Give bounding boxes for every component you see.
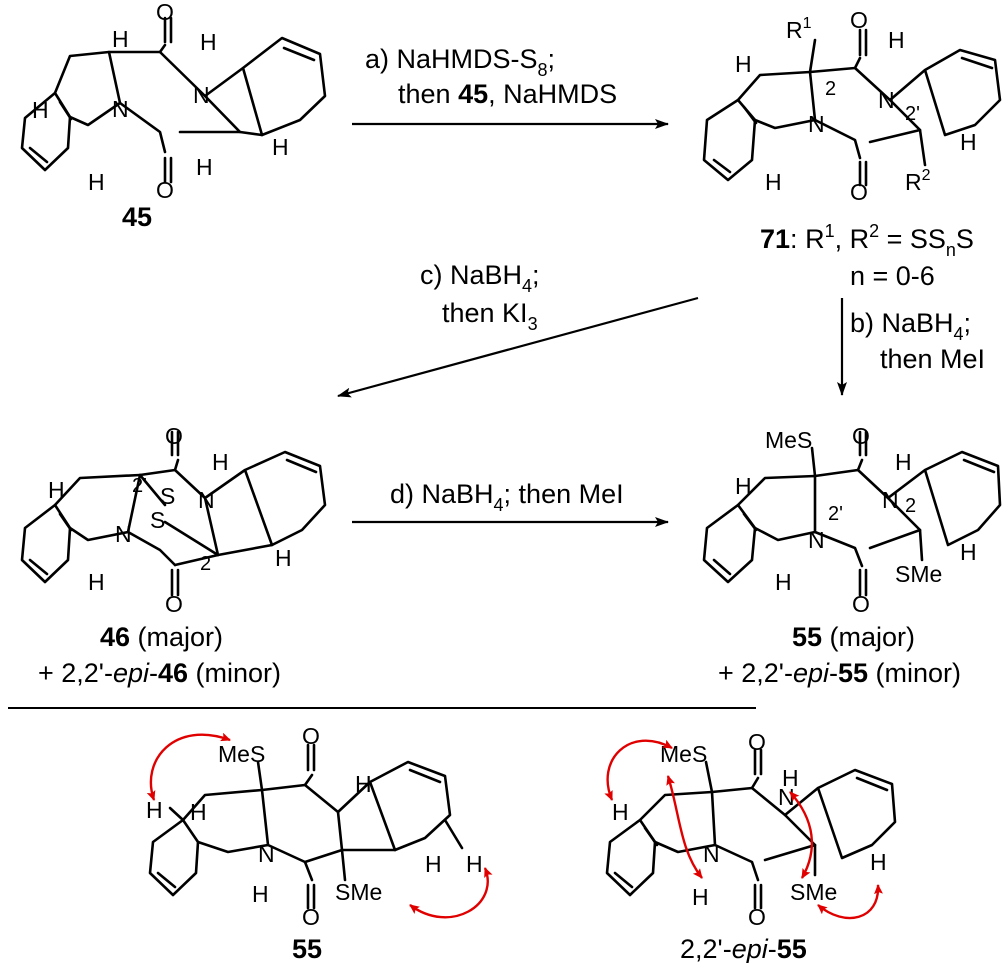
atom-h: H: [870, 849, 887, 875]
atom-h: H: [735, 473, 752, 499]
atom-s: S: [160, 483, 175, 509]
atom-sme: SMe: [895, 561, 942, 587]
atom-h: H: [355, 771, 372, 797]
atom-h: H: [735, 51, 752, 77]
noe-arrow: [789, 791, 814, 879]
atom-s: S: [150, 507, 165, 533]
reagent-c-line2: then KI3: [442, 298, 538, 334]
atom-h: H: [32, 97, 49, 123]
atom-o: O: [165, 591, 183, 617]
locant-2: 2: [905, 495, 916, 517]
atom-mes: MeS: [765, 427, 812, 453]
atom-o: O: [165, 423, 183, 449]
compound-label-epi-55: 2,2'-epi-55: [680, 934, 807, 963]
atom-h: H: [212, 449, 229, 475]
atom-h: H: [88, 169, 105, 195]
noe-arrow: [817, 884, 883, 920]
atom-r1: R1: [786, 15, 812, 43]
atom-h: H: [252, 881, 269, 907]
atom-r2: R2: [905, 167, 931, 195]
atom-mes: MeS: [218, 741, 265, 767]
atom-o: O: [302, 904, 320, 930]
atom-h: H: [146, 797, 163, 823]
atom-h: H: [425, 851, 442, 877]
compound-45-structure: [20, 16, 327, 184]
atom-h: H: [960, 129, 977, 155]
compound-71-formula: 71: R1, R2 = SSnS: [760, 221, 974, 260]
atom-o: O: [852, 423, 870, 449]
atom-o: O: [852, 591, 870, 617]
compound-55-structure: [702, 430, 1002, 597]
atom-o: O: [156, 0, 174, 25]
compound-55-label: 55 (major): [792, 622, 915, 652]
atom-h: H: [200, 29, 217, 55]
atom-o: O: [850, 179, 868, 205]
reagent-a-line1: a) NaHMDS-S8;: [365, 44, 555, 80]
noe-arrow: [666, 775, 703, 879]
atom-sme: SMe: [335, 879, 382, 905]
atom-n: N: [878, 87, 895, 113]
atom-h: H: [775, 569, 792, 595]
noe-arrow: [604, 739, 673, 801]
locant-2-prime: 2': [828, 503, 843, 525]
atom-n: N: [808, 111, 825, 137]
atom-h: H: [190, 799, 207, 825]
atom-h: H: [48, 477, 65, 503]
locant-2-prime: 2': [905, 103, 920, 125]
reagent-b-line1: b) NaBH4;: [850, 308, 971, 344]
atom-o: O: [748, 729, 766, 755]
atom-n: N: [193, 82, 210, 108]
atom-h: H: [88, 569, 105, 595]
compound-epi-46-label: + 2,2'-epi-46 (minor): [38, 658, 281, 688]
atom-h: H: [112, 26, 129, 52]
atom-n: N: [808, 527, 825, 553]
atom-h: H: [612, 799, 629, 825]
atom-n: N: [882, 487, 899, 513]
noe-arrow: [409, 867, 493, 919]
atom-n: N: [703, 841, 720, 867]
compound-epi-55-label: + 2,2'-epi-55 (minor): [718, 658, 961, 688]
compound-epi-55-noe-structure: [605, 748, 897, 910]
atom-h: H: [272, 134, 289, 160]
locant-2: 2: [825, 78, 836, 100]
atom-sme: SMe: [790, 879, 837, 905]
atom-o: O: [302, 723, 320, 749]
reagent-b-line2: then MeI: [880, 344, 985, 374]
noe-arrow: [146, 732, 231, 801]
reagent-c-line1: c) NaBH4;: [420, 260, 540, 296]
compound-71-n-range: n = 0-6: [850, 261, 935, 291]
reaction-arrow-c: [337, 296, 699, 398]
atom-h: H: [466, 851, 483, 877]
atom-n: N: [198, 487, 215, 513]
atom-o: O: [156, 177, 174, 203]
atom-n: N: [258, 841, 275, 867]
reagent-d: d) NaBH4; then MeI: [390, 479, 624, 515]
locant-2-prime: 2': [132, 475, 147, 497]
compound-55-noe-structure: [148, 743, 464, 910]
atom-h: H: [196, 154, 213, 180]
atom-h: H: [895, 449, 912, 475]
reagent-a-line2: then 45, NaHMDS: [398, 79, 617, 109]
locant-2: 2: [200, 553, 211, 575]
atom-n: N: [112, 96, 129, 122]
atom-h: H: [888, 27, 905, 53]
compound-label-55: 55: [292, 934, 322, 963]
atom-o: O: [850, 7, 868, 33]
compound-46-label: 46 (major): [100, 622, 223, 652]
atom-h: H: [765, 169, 782, 195]
atom-h: H: [960, 539, 977, 565]
atom-o: O: [748, 904, 766, 930]
compound-label-45: 45: [122, 202, 152, 232]
atom-n: N: [115, 521, 132, 547]
atom-h: H: [275, 545, 292, 571]
atom-h: H: [782, 765, 799, 791]
compound-71-structure: [702, 28, 1002, 187]
compound-46-structure: [20, 430, 327, 597]
atom-h: H: [692, 884, 709, 910]
